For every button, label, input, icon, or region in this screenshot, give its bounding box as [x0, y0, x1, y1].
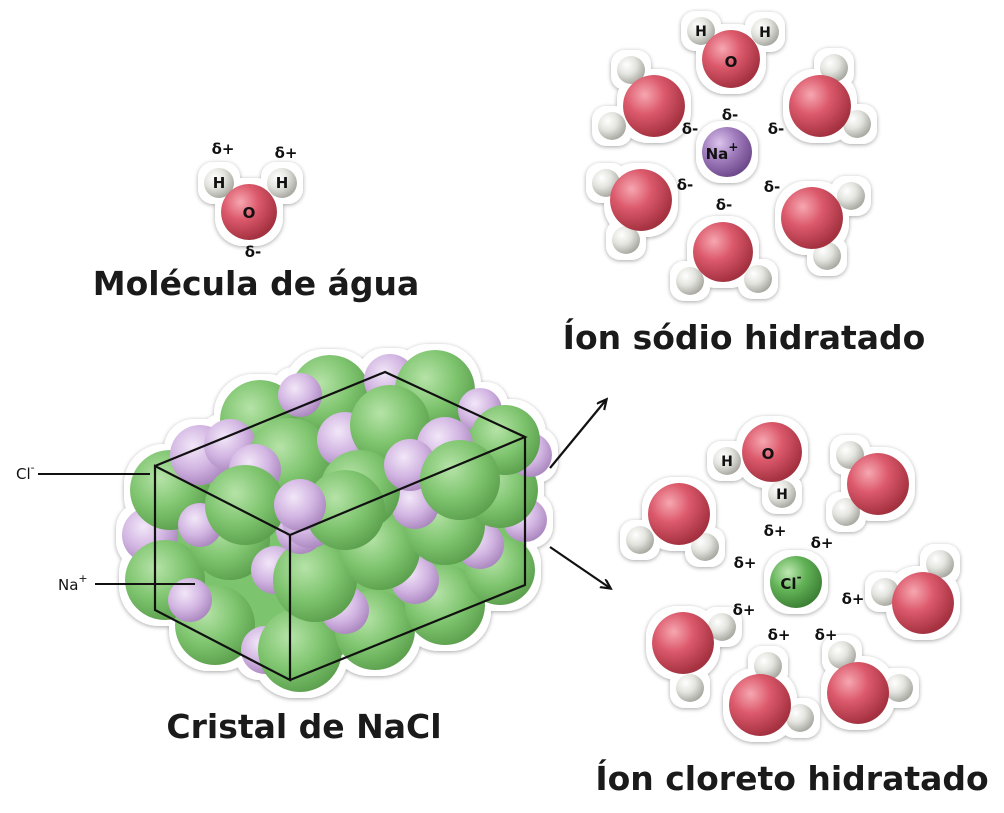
partial-charge-positive: δ+: [815, 626, 838, 644]
hydrogen-label: H: [721, 454, 733, 470]
chloride-ion-caption: Íon cloreto hidratado: [595, 758, 988, 798]
crystal-chloride-label: Cl-: [16, 461, 35, 483]
partial-charge-positive: δ+: [733, 601, 756, 619]
chloride-ion-label: Cl-: [780, 570, 801, 593]
partial-charge-negative: δ-: [716, 196, 733, 214]
sodium-ion-caption: Íon sódio hidratado: [563, 317, 926, 357]
crystal-caption: Cristal de NaCl: [166, 707, 441, 746]
hydrated-sodium-ion: [592, 17, 871, 295]
partial-charge-positive: δ+: [275, 144, 298, 162]
hydrogen-atom: [267, 168, 297, 198]
nacl-crystal: [122, 350, 552, 692]
hydrogen-label: H: [276, 174, 289, 192]
partial-charge-negative: δ-: [682, 120, 699, 138]
sodium-ion-label: Na+: [706, 140, 739, 163]
hydrated-chloride-ion: [626, 422, 954, 736]
sodium-ion: [702, 127, 752, 177]
water-molecule-caption: Molécula de água: [93, 264, 419, 303]
partial-charge-positive: δ+: [811, 534, 834, 552]
crystal-sodium-label: Na+: [58, 572, 88, 594]
hydrogen-label: H: [213, 174, 226, 192]
unit-cell-outline: [153, 370, 528, 682]
partial-charge-negative: δ-: [245, 243, 262, 261]
chloride-ion: [770, 556, 822, 608]
arrow-to-chloride: [549, 546, 610, 588]
partial-charge-negative: δ-: [768, 120, 785, 138]
hydrogen-label: H: [695, 24, 707, 40]
oxygen-label: O: [725, 53, 738, 71]
oxygen-label: O: [243, 204, 256, 222]
hydrogen-label: H: [759, 25, 771, 41]
partial-charge-positive: δ+: [768, 626, 791, 644]
partial-charge-positive: δ+: [212, 140, 235, 158]
partial-charge-negative: δ-: [764, 178, 781, 196]
partial-charge-positive: δ+: [734, 554, 757, 572]
oxygen-atom: [221, 184, 277, 240]
partial-charge-positive: δ+: [764, 522, 787, 540]
hydrogen-atom: [204, 168, 234, 198]
hydrogen-label: H: [776, 487, 788, 503]
arrow-to-sodium: [549, 400, 606, 469]
partial-charge-positive: δ+: [842, 590, 865, 608]
oxygen-label: O: [762, 445, 775, 463]
partial-charge-negative: δ-: [722, 106, 739, 124]
water-molecule: [204, 168, 297, 240]
partial-charge-negative: δ-: [677, 176, 694, 194]
